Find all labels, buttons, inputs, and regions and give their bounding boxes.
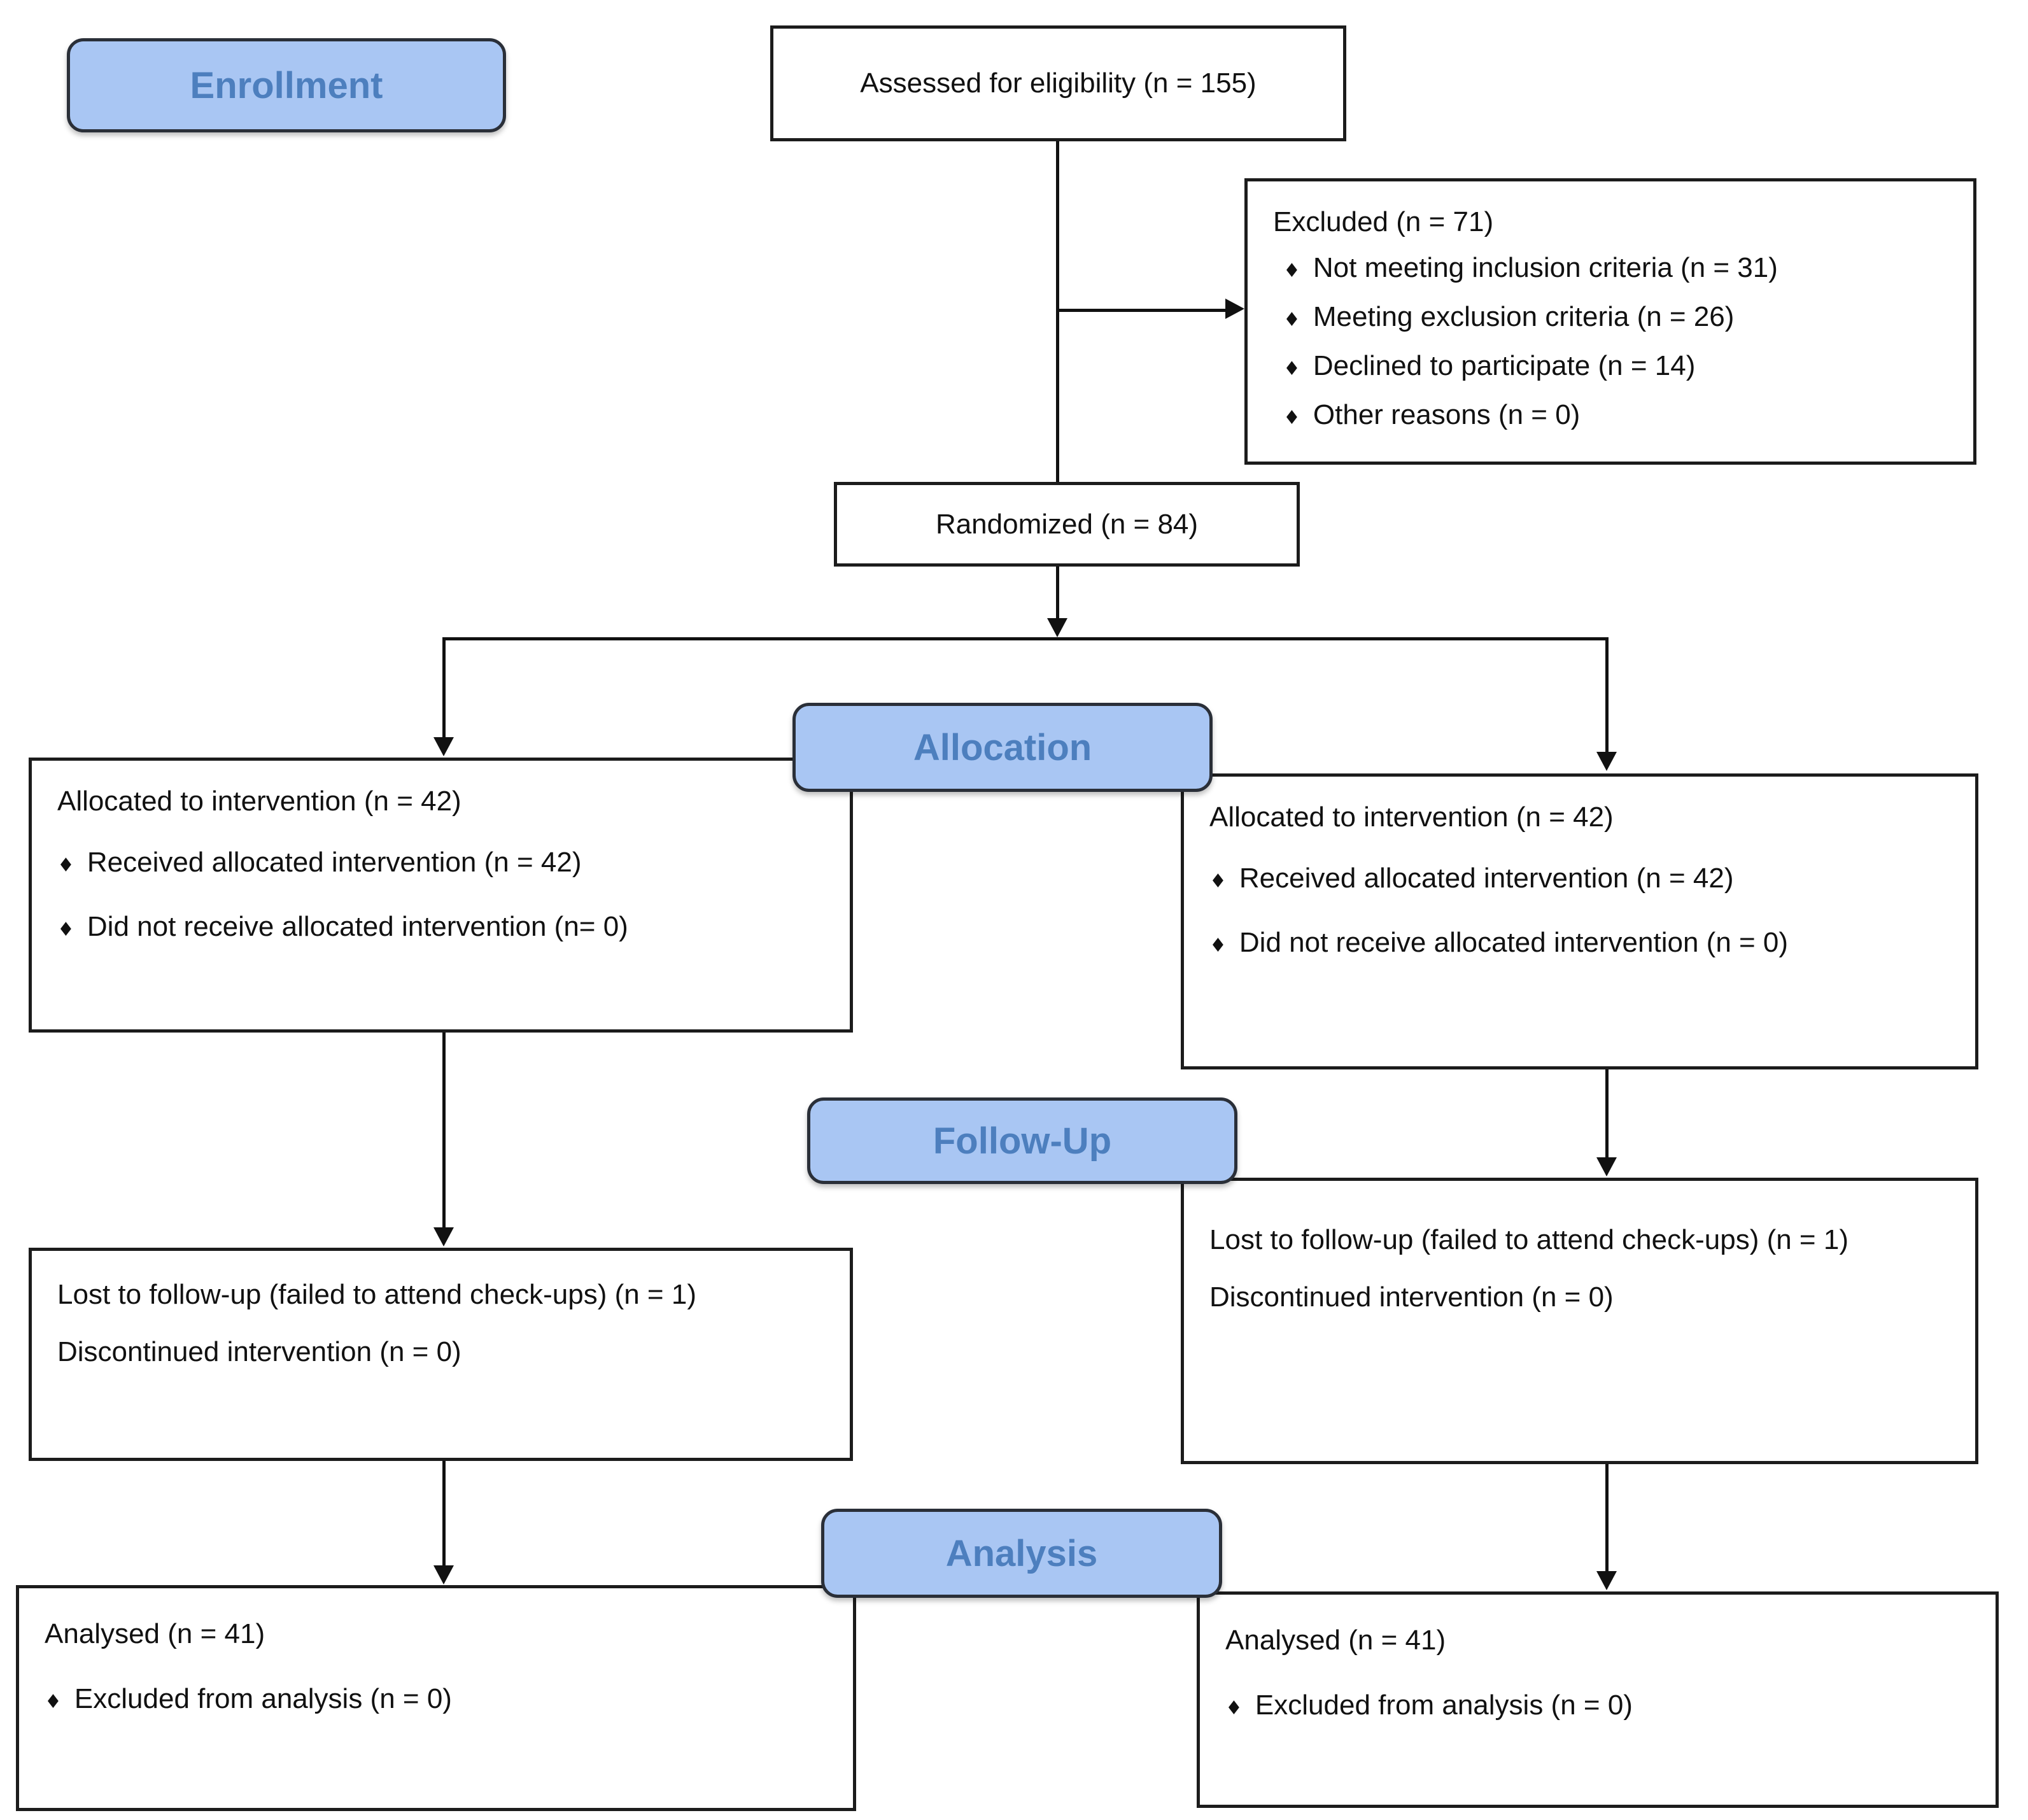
allocation-left-item: ♦ Received allocated intervention (n = 4… (57, 843, 824, 885)
allocation-right-item-text: Received allocated intervention (n = 42) (1239, 863, 1734, 894)
excluded-item: ♦ Declined to participate (n = 14) (1273, 343, 1948, 392)
assessed-box: Assessed for eligibility (n = 155) (770, 25, 1346, 141)
excluded-item: ♦ Meeting exclusion criteria (n = 26) (1273, 294, 1948, 343)
connector-allocation-to-followup-right (1605, 1069, 1609, 1159)
analysis-right-title: Analysed (n = 41) (1225, 1625, 1446, 1656)
diamond-bullet-icon: ♦ (1283, 260, 1300, 282)
arrowhead-excluded-icon (1225, 299, 1244, 319)
connector-split-to-allocation-left (442, 638, 446, 738)
allocation-left-box: Allocated to intervention (n = 42) ♦ Rec… (29, 758, 853, 1033)
arrowhead-split-icon (1047, 618, 1067, 637)
connector-followup-to-analysis-right (1605, 1464, 1609, 1572)
analysis-left-item: ♦ Excluded from analysis (n = 0) (45, 1680, 827, 1721)
randomized-text: Randomized (n = 84) (935, 508, 1199, 540)
excluded-item-text: Not meeting inclusion criteria (n = 31) (1313, 252, 1778, 283)
diamond-bullet-icon: ♦ (45, 1691, 62, 1713)
connector-to-excluded (1057, 309, 1225, 312)
assessed-text: Assessed for eligibility (n = 155) (860, 67, 1257, 99)
allocation-left-title: Allocated to intervention (n = 42) (57, 786, 461, 817)
stage-label-analysis: Analysis (821, 1509, 1222, 1598)
excluded-box: Excluded (n = 71) ♦ Not meeting inclusio… (1244, 178, 1976, 465)
diamond-bullet-icon: ♦ (1283, 309, 1300, 331)
followup-right-lost-text: Lost to follow-up (failed to attend chec… (1209, 1224, 1848, 1255)
excluded-item: ♦ Not meeting inclusion criteria (n = 31… (1273, 245, 1948, 294)
allocation-left-item-text: Did not receive allocated intervention (… (87, 911, 628, 942)
allocation-left-item: ♦ Did not receive allocated intervention… (57, 908, 824, 949)
arrowhead-followup-left-icon (433, 1227, 454, 1246)
followup-left-lost-text: Lost to follow-up (failed to attend chec… (57, 1279, 696, 1310)
arrowhead-analysis-left-icon (433, 1565, 454, 1584)
arrowhead-followup-right-icon (1596, 1157, 1617, 1176)
analysis-right-item-text: Excluded from analysis (n = 0) (1255, 1689, 1633, 1721)
diamond-bullet-icon: ♦ (1209, 870, 1227, 892)
excluded-item-text: Declined to participate (n = 14) (1313, 350, 1696, 381)
allocation-right-box: Allocated to intervention (n = 42) ♦ Rec… (1181, 773, 1978, 1069)
excluded-item: ♦ Other reasons (n = 0) (1273, 392, 1948, 441)
allocation-right-item: ♦ Received allocated intervention (n = 4… (1209, 859, 1950, 901)
analysis-left-box: Analysed (n = 41) ♦ Excluded from analys… (16, 1585, 856, 1811)
allocation-right-title: Allocated to intervention (n = 42) (1209, 801, 1614, 833)
arrowhead-allocation-left-icon (433, 737, 454, 756)
analysis-right-item: ♦ Excluded from analysis (n = 0) (1225, 1686, 1970, 1728)
connector-split-to-allocation-right (1605, 638, 1609, 753)
arrowhead-allocation-right-icon (1596, 752, 1617, 771)
stage-label-allocation: Allocation (792, 703, 1213, 792)
stage-label-enrollment: Enrollment (67, 38, 506, 132)
analysis-right-box: Analysed (n = 41) ♦ Excluded from analys… (1197, 1591, 1999, 1808)
allocation-right-item: ♦ Did not receive allocated intervention… (1209, 924, 1950, 965)
stage-label-followup: Follow-Up (807, 1097, 1237, 1184)
followup-left-box: Lost to follow-up (failed to attend chec… (29, 1248, 853, 1461)
connector-followup-to-analysis-left (442, 1461, 446, 1567)
analysis-left-title: Analysed (n = 41) (45, 1618, 265, 1649)
connector-allocation-to-followup-left (442, 1033, 446, 1229)
connector-split-horizontal (442, 637, 1609, 640)
followup-left-discontinued-text: Discontinued intervention (n = 0) (57, 1336, 461, 1367)
allocation-left-item-text: Received allocated intervention (n = 42) (87, 847, 582, 878)
excluded-item-text: Other reasons (n = 0) (1313, 399, 1581, 430)
diamond-bullet-icon: ♦ (1283, 407, 1300, 429)
followup-right-discontinued-text: Discontinued intervention (n = 0) (1209, 1281, 1614, 1313)
diamond-bullet-icon: ♦ (1225, 1697, 1243, 1719)
diamond-bullet-icon: ♦ (1209, 935, 1227, 957)
excluded-title: Excluded (n = 71) (1273, 206, 1494, 237)
diamond-bullet-icon: ♦ (1283, 358, 1300, 380)
randomized-box: Randomized (n = 84) (834, 482, 1300, 567)
arrowhead-analysis-right-icon (1596, 1571, 1617, 1590)
connector-randomized-to-split (1056, 567, 1059, 619)
diamond-bullet-icon: ♦ (57, 919, 74, 941)
analysis-left-item-text: Excluded from analysis (n = 0) (74, 1683, 452, 1714)
followup-right-box: Lost to follow-up (failed to attend chec… (1181, 1178, 1978, 1464)
diamond-bullet-icon: ♦ (57, 854, 74, 877)
allocation-right-item-text: Did not receive allocated intervention (… (1239, 927, 1789, 958)
excluded-item-text: Meeting exclusion criteria (n = 26) (1313, 301, 1735, 332)
